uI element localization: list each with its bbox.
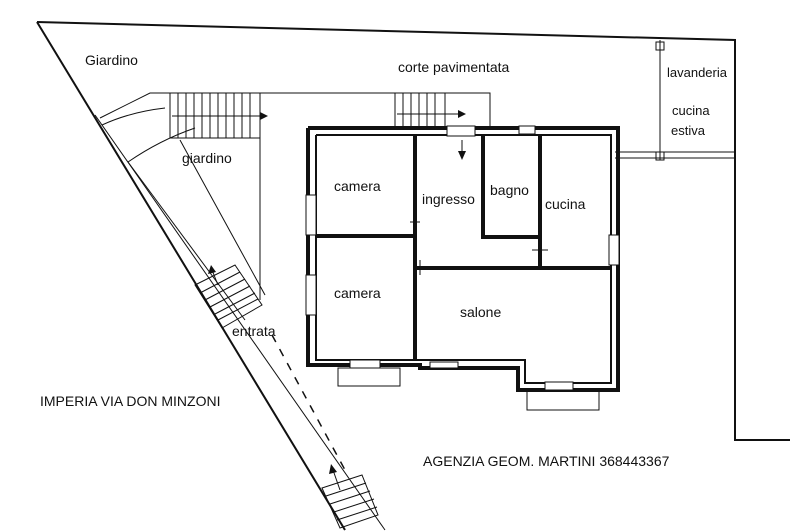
label-corte: corte pavimentata	[398, 59, 509, 75]
label-ingresso: ingresso	[422, 191, 475, 207]
label-camera-bottom: camera	[334, 285, 381, 301]
openings	[305, 125, 620, 391]
house-walls	[306, 126, 620, 392]
label-agency: AGENZIA GEOM. MARTINI 368443367	[423, 453, 670, 469]
interior-walls	[316, 135, 611, 360]
label-lavanderia: lavanderia	[667, 65, 728, 80]
stairs-top-middle	[394, 92, 466, 129]
garden-path	[101, 107, 266, 321]
label-giardino-top: Giardino	[85, 52, 138, 68]
stairs-bottom	[321, 464, 379, 529]
label-cucina-estiva-1: cucina	[672, 103, 710, 118]
stairs-top-left	[169, 92, 268, 139]
label-bagno: bagno	[490, 182, 529, 198]
stairs-entrance	[194, 264, 263, 329]
label-cucina-estiva-2: estiva	[671, 123, 706, 138]
property-boundary	[36, 21, 790, 531]
balconies	[337, 367, 600, 411]
label-salone: salone	[460, 304, 501, 320]
label-cucina: cucina	[545, 196, 586, 212]
label-entrata: entrata	[232, 323, 276, 339]
courtyard-lines	[99, 40, 735, 161]
label-address: IMPERIA VIA DON MINZONI	[40, 393, 220, 409]
label-camera-top: camera	[334, 178, 381, 194]
label-giardino-inner: giardino	[182, 150, 232, 166]
